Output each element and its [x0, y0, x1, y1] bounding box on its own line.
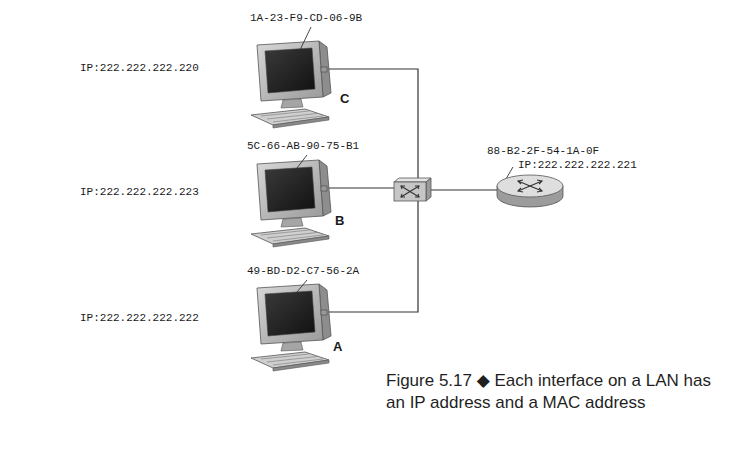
ip-address: IP:222.222.222.221 — [518, 159, 637, 172]
host-letter: C — [340, 92, 349, 105]
ip-address: IP:222.222.222.220 — [80, 62, 199, 75]
mac-address: 49-BD-D2-C7-56-2A — [247, 265, 359, 278]
mac-address: 5C-66-AB-90-75-B1 — [247, 140, 359, 153]
host-letter: B — [335, 214, 344, 227]
figure-caption: Figure 5.17 ◆ Each interface on a LAN ha… — [386, 370, 726, 414]
ip-address: IP:222.222.222.223 — [80, 186, 199, 199]
mac-address: 88-B2-2F-54-1A-0F — [487, 145, 599, 158]
ip-address: IP:222.222.222.222 — [80, 312, 199, 325]
mac-address: 1A-23-F9-CD-06-9B — [250, 12, 362, 25]
host-letter: A — [333, 340, 342, 353]
